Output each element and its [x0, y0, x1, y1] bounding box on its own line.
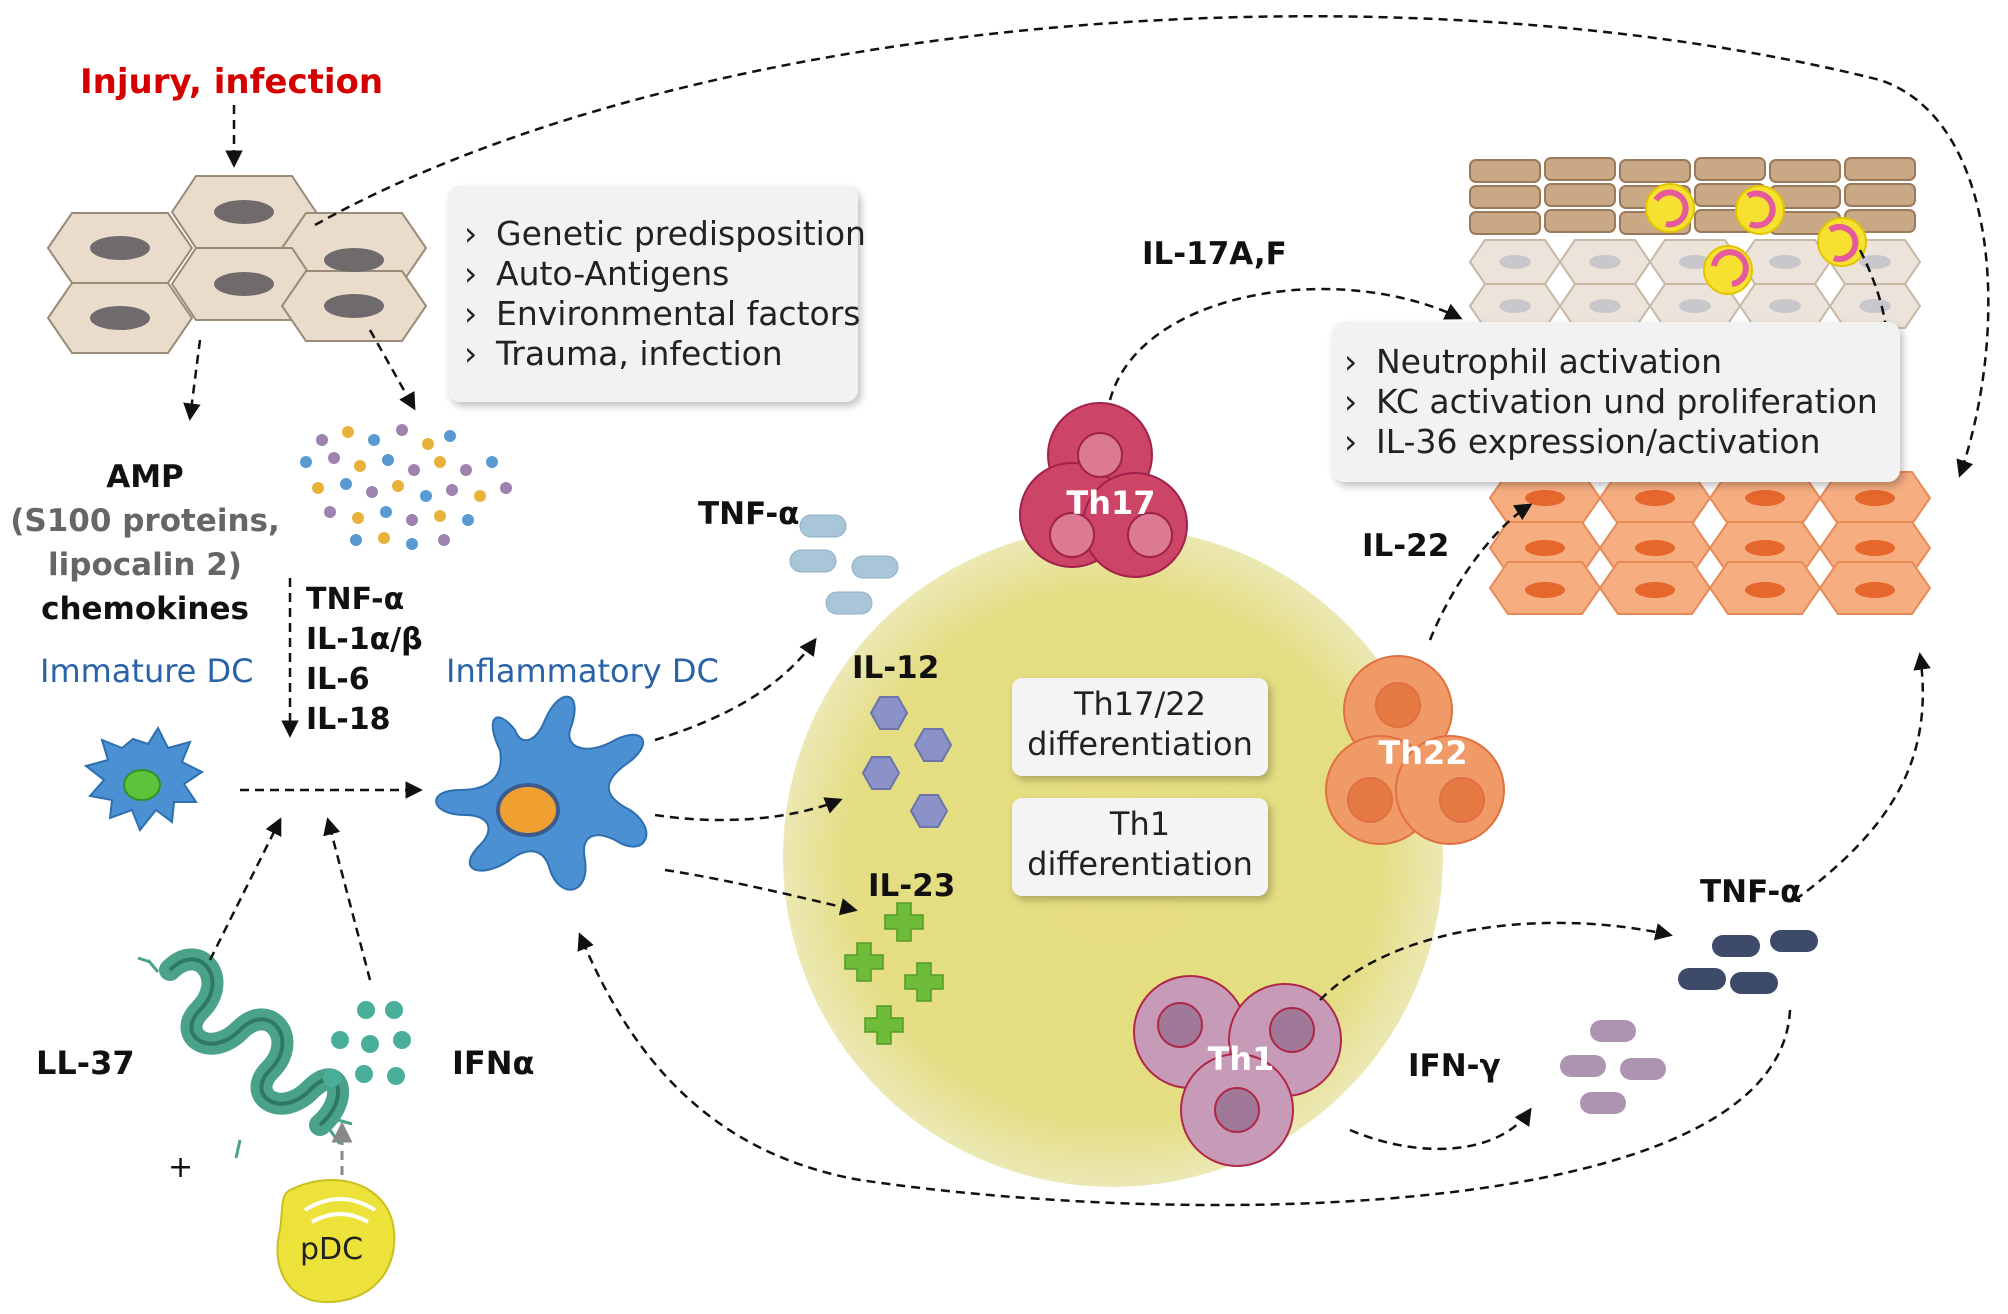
cytokine-il6: IL-6	[306, 662, 370, 697]
th1-diff-line2: differentiation	[1027, 845, 1253, 883]
tnf-pills-dc	[789, 514, 899, 615]
il12-label: IL-12	[852, 650, 940, 686]
amp-line1: (S100 proteins,	[10, 503, 280, 539]
il23-crosses	[844, 902, 944, 1045]
tnf-pills-th1	[1678, 930, 1818, 994]
th17-22-differentiation-box: Th17/22 differentiation	[1012, 678, 1268, 776]
pdc-cell	[276, 1179, 396, 1304]
ll37-label: LL-37	[36, 1044, 135, 1082]
trigger-label: Injury, infection	[80, 62, 384, 102]
cytokine-tnf: TNF-α	[306, 582, 405, 617]
effect-item: ›IL-36 expression/activation	[1344, 422, 1821, 461]
injured-keratinocytes	[46, 175, 428, 354]
cytokine-il18: IL-18	[306, 702, 391, 737]
predisposition-item: ›Environmental factors	[464, 294, 861, 333]
psoriatic-skin-layers	[1468, 157, 1932, 615]
th1-label: Th1	[1207, 1040, 1275, 1078]
dc-tnf-label: TNF-α	[698, 496, 800, 532]
pdc-label: pDC	[300, 1232, 364, 1267]
chemokine-dots	[300, 424, 512, 550]
amp-title: AMP	[106, 459, 184, 495]
ifna-dots	[323, 1001, 411, 1087]
chevron-right-icon: ›	[464, 334, 478, 373]
ifna-label: IFNα	[452, 1044, 535, 1082]
predisposition-item: ›Genetic predisposition	[464, 214, 866, 253]
chevron-right-icon: ›	[1344, 382, 1358, 421]
th1-tnf-label: TNF-α	[1700, 874, 1802, 910]
chevron-right-icon: ›	[464, 214, 478, 253]
neutrophils	[1645, 183, 1867, 295]
ifng-pills	[1560, 1020, 1666, 1114]
chevron-right-icon: ›	[464, 254, 478, 293]
th17-cell-cluster	[1019, 402, 1188, 578]
chevron-right-icon: ›	[1344, 342, 1358, 381]
th22-label: Th22	[1378, 734, 1468, 772]
th17-22-diff-line2: differentiation	[1027, 725, 1253, 763]
amp-label: AMP (S100 proteins, lipocalin 2) chemoki…	[10, 455, 280, 631]
th1-cell-cluster	[1133, 975, 1342, 1167]
chevron-right-icon: ›	[1344, 422, 1358, 461]
predisposition-item: ›Trauma, infection	[464, 334, 783, 373]
early-cytokine-list: TNF-α IL-1α/β IL-6 IL-18	[306, 580, 423, 740]
il22-label: IL-22	[1362, 528, 1450, 564]
il12-hexagons	[861, 696, 953, 828]
cytokine-il1: IL-1α/β	[306, 622, 423, 657]
ifng-label: IFN-γ	[1408, 1048, 1501, 1084]
effect-item: ›KC activation und proliferation	[1344, 382, 1878, 421]
amp-chemokines: chemokines	[41, 591, 249, 627]
predisposition-item: ›Auto-Antigens	[464, 254, 730, 293]
predisposition-box: ›Genetic predisposition ›Auto-Antigens ›…	[448, 186, 866, 402]
chevron-right-icon: ›	[464, 294, 478, 333]
immature-dc-cell	[83, 725, 204, 832]
il23-label: IL-23	[868, 868, 956, 904]
immature-dc-label: Immature DC	[40, 652, 254, 690]
effect-item: ›Neutrophil activation	[1344, 342, 1723, 381]
inflammatory-dc-cell	[435, 695, 648, 891]
pathway-arrows	[183, 15, 1990, 1207]
inflammatory-dc-label: Inflammatory DC	[446, 652, 719, 690]
il17-label: IL-17A,F	[1142, 236, 1287, 272]
th17-22-diff-line1: Th17/22	[1073, 685, 1207, 723]
ll37-helix	[137, 948, 353, 1159]
effects-box: ›Neutrophil activation ›KC activation un…	[1332, 322, 1900, 482]
plus-sign: +	[168, 1150, 194, 1185]
th1-differentiation-box: Th1 differentiation	[1012, 798, 1268, 896]
th22-cell-cluster	[1325, 655, 1505, 845]
th17-label: Th17	[1066, 484, 1156, 522]
th1-diff-line1: Th1	[1109, 805, 1171, 843]
amp-line2: lipocalin 2)	[48, 547, 242, 583]
